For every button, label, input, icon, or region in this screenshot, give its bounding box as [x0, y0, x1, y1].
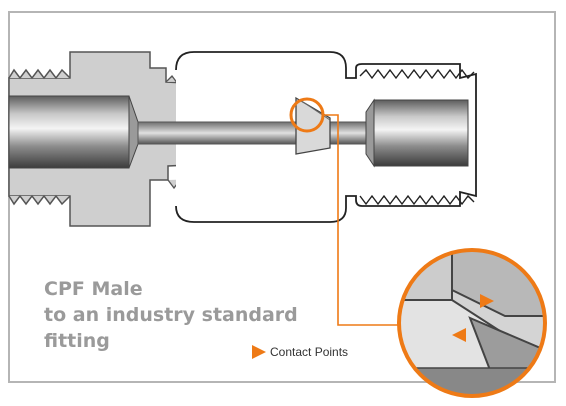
cone-seat [295, 96, 331, 155]
right-tube [373, 99, 469, 167]
left-tube [8, 95, 130, 169]
legend: Contact Points [252, 345, 348, 359]
leader-line [322, 114, 406, 326]
contact-arrow-upper [480, 294, 494, 308]
caption-line-1: CPF Male [44, 278, 143, 300]
contact-arrow-lower [452, 328, 466, 342]
diagram-caption: CPF Male to an industry standard fitting [44, 276, 324, 354]
caption-line-2: to an industry standard [44, 304, 298, 326]
contact-point-arrow-icon [252, 345, 266, 359]
legend-label: Contact Points [270, 345, 349, 359]
zoom-detail [397, 248, 547, 398]
caption-line-3: fitting [44, 330, 110, 352]
